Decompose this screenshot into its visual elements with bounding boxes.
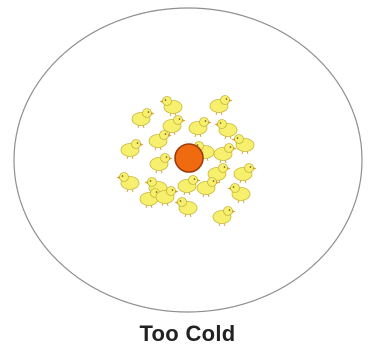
figure-caption: Too Cold xyxy=(0,321,375,347)
center-dot-icon xyxy=(175,144,203,172)
huddle-diagram xyxy=(0,0,375,320)
